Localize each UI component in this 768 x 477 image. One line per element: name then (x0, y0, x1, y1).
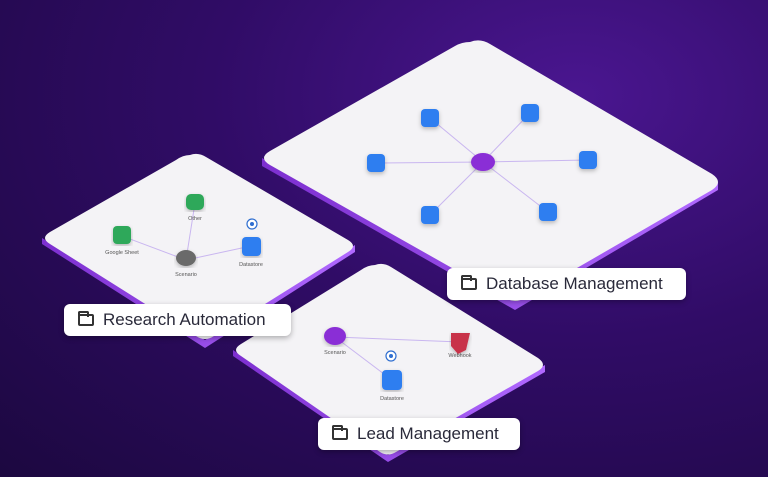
research-automation-tag[interactable]: Research Automation (64, 304, 291, 336)
scenario-node-label: Scenario (324, 350, 346, 356)
datastore-node-icon[interactable] (382, 370, 402, 390)
scenario-node-icon[interactable] (324, 327, 346, 345)
research-board: Other Google Sheet Scenario Datastore (42, 153, 355, 348)
other-node-icon[interactable] (186, 194, 204, 210)
datastore-node-icon[interactable] (521, 104, 539, 122)
datastore-node-icon[interactable] (421, 109, 439, 127)
webhook-node-icon[interactable] (451, 333, 470, 354)
webhook-node-label: Webhook (448, 353, 471, 359)
datastore-node-label: Datastore (380, 396, 404, 402)
folder-icon (332, 425, 348, 440)
database-management-tag[interactable]: Database Management (447, 268, 686, 300)
database-management-label: Database Management (486, 274, 663, 293)
datastore-node-icon[interactable] (579, 151, 597, 169)
database-blue-nodes (367, 104, 597, 224)
research-automation-label: Research Automation (103, 310, 266, 329)
lead-board: Scenario Webhook Datastore (233, 263, 545, 462)
google-sheet-node-label: Google Sheet (105, 250, 139, 256)
lead-management-label: Lead Management (357, 424, 499, 443)
datastore-node-icon[interactable] (367, 154, 385, 172)
folder-icon (461, 275, 477, 290)
scenario-node-label: Scenario (175, 272, 197, 278)
datastore-node-icon[interactable] (421, 206, 439, 224)
database-board (262, 40, 718, 310)
datastore-node-icon[interactable] (242, 237, 261, 256)
datastore-node-label: Datastore (239, 262, 263, 268)
scenario-node-icon[interactable] (176, 250, 196, 266)
other-node-label: Other (188, 216, 202, 222)
datastore-node-icon[interactable] (539, 203, 557, 221)
google-sheet-node-icon[interactable] (113, 226, 131, 244)
folder-icon (78, 311, 94, 326)
lead-management-tag[interactable]: Lead Management (318, 418, 520, 450)
scenario-node-icon[interactable] (471, 153, 495, 171)
